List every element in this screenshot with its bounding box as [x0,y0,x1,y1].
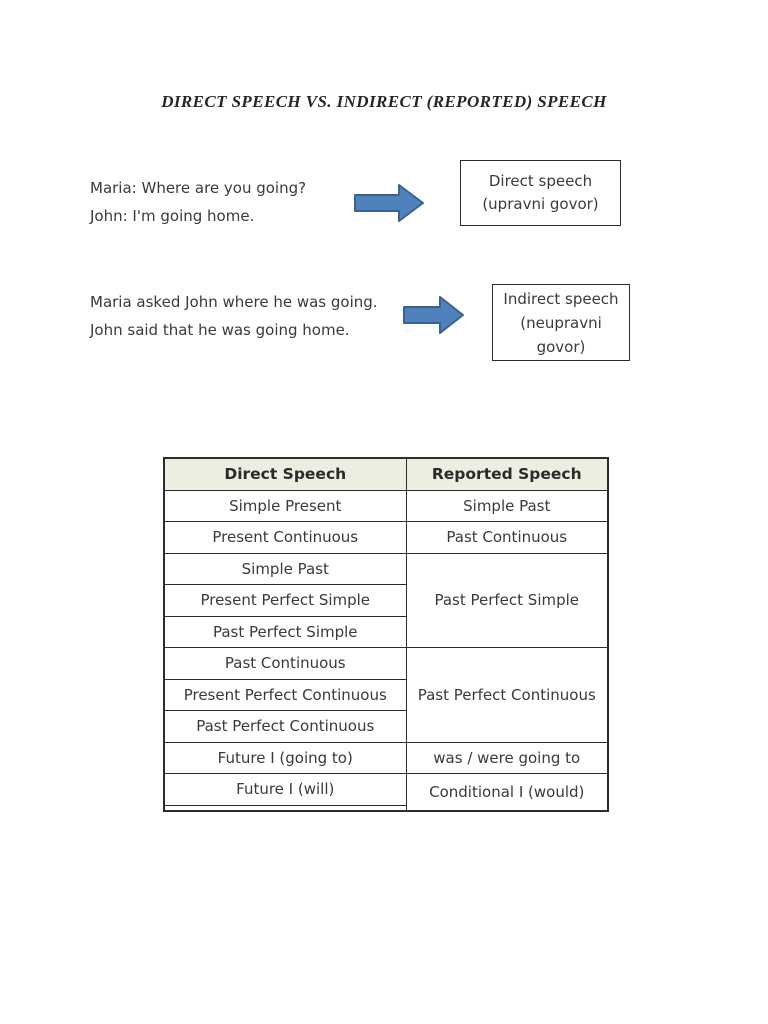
table-header-row: Direct Speech Reported Speech [163,457,609,491]
table-cell-direct: Simple Present [163,489,407,522]
table-row-spacer [163,804,608,812]
table-row: Past Continuous Past Perfect Continuous [163,647,609,743]
table-row: Simple Present Simple Past [163,489,609,522]
table-row: Simple Past Past Perfect Simple [163,552,609,648]
table-cell-direct: Present Continuous [163,521,407,554]
table-cell-reported: Conditional I (would) [405,773,609,812]
table-cell-direct: Past Perfect Simple [163,615,407,648]
table-cell-reported: Past Continuous [405,521,609,554]
table-row: Past Perfect Simple [163,615,608,648]
direct-speech-example: Maria: Where are you going? John: I'm go… [90,174,306,230]
table-cell-direct: Future I (going to) [163,741,407,774]
label-line: Direct speech [488,172,593,190]
table-cell-reported: Past Perfect Simple [405,552,609,648]
document-title: DIRECT SPEECH VS. INDIRECT (REPORTED) SP… [161,92,607,111]
indirect-speech-label-box: Indirect speech (neupravni govor) [492,284,630,361]
table-cell-reported: Simple Past [405,489,609,522]
label-line: (upravni govor) [482,195,599,213]
table-cell-direct: Simple Past [163,552,407,585]
table-cell-direct: Future I (will) [163,773,407,806]
example-line: John said that he was going home. [90,321,350,339]
table-row: Present Perfect Simple [163,584,608,617]
example-line: Maria: Where are you going? [90,179,307,197]
right-block-arrow-icon [354,184,424,222]
table-row: Past Perfect Continuous [163,710,608,743]
label-line: Indirect speech [503,289,619,308]
example-line: John: I'm going home. [90,207,255,225]
table-cell-reported: was / were going to [405,741,609,774]
table-header-reported: Reported Speech [405,457,609,491]
table-cell-direct: Present Perfect Simple [163,584,407,617]
table-cell-direct: Past Continuous [163,647,407,680]
direct-speech-label-box: Direct speech (upravni govor) [460,160,621,226]
table-row: Future I (will) Conditional I (would) [163,773,609,812]
label-line: govor) [536,337,586,356]
right-block-arrow-icon [403,296,464,334]
label-line: (neupravni [520,313,602,332]
table-cell-direct: Present Perfect Continuous [163,678,407,711]
indirect-speech-example: Maria asked John where he was going. Joh… [90,288,378,344]
table-row: Present Continuous Past Continuous [163,521,609,554]
example-line: Maria asked John where he was going. [90,293,378,311]
table-row: Future I (going to) was / were going to [163,741,609,774]
tense-mapping-table: Direct Speech Reported Speech Simple Pre… [163,457,609,812]
table-header-direct: Direct Speech [163,457,407,491]
table-cell-direct: Past Perfect Continuous [163,710,407,743]
table-cell-empty [163,804,407,812]
table-cell-reported: Past Perfect Continuous [405,647,609,743]
